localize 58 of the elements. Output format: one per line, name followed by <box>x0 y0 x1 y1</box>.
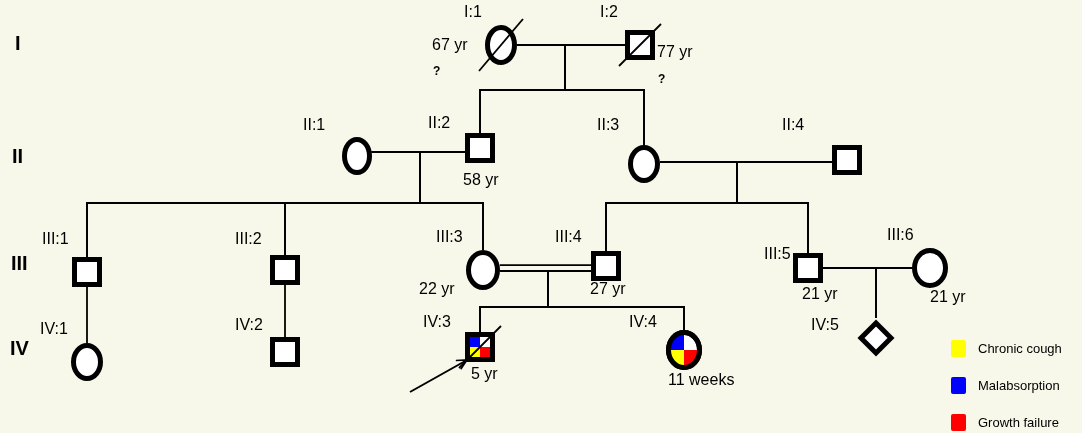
question-mark: ? <box>658 73 666 85</box>
age-label: 27 yr <box>590 281 626 297</box>
legend-label: Malabsorption <box>978 379 1060 392</box>
male-square <box>793 253 823 283</box>
age-label: 5 yr <box>471 366 498 382</box>
individual-id: IV:3 <box>423 314 451 330</box>
generation-numeral: IV <box>10 338 29 358</box>
age-label: 58 yr <box>463 172 499 188</box>
individual-id: II:4 <box>782 117 805 133</box>
individual-id: III:6 <box>887 227 914 243</box>
descent-line <box>736 161 833 254</box>
individual-id: III:5 <box>764 246 791 262</box>
individual-id: III:4 <box>555 229 582 245</box>
individual-id: IV:2 <box>235 317 263 333</box>
age-label: 77 yr <box>657 44 693 60</box>
age-label: 22 yr <box>419 281 455 297</box>
male-square <box>270 337 300 367</box>
age-label: 67 yr <box>432 37 468 53</box>
individual-id: IV:1 <box>40 321 68 337</box>
descent-line <box>419 151 484 251</box>
individual-id: IV:5 <box>811 317 839 333</box>
legend-label: Growth failure <box>978 416 1059 429</box>
female-circle <box>342 137 372 175</box>
female-circle <box>71 343 103 381</box>
female-circle <box>912 248 948 288</box>
female-circle <box>628 145 660 183</box>
female-circle <box>485 25 517 65</box>
individual-id: I:2 <box>600 4 618 20</box>
descent-line <box>564 44 645 146</box>
male-square <box>832 145 862 175</box>
descent-line <box>875 267 913 319</box>
unknown-sex-diamond <box>856 318 896 358</box>
individual-id: II:1 <box>303 117 326 133</box>
female-circle <box>666 330 702 370</box>
descent-line <box>547 270 685 331</box>
individual-id: I:1 <box>464 4 482 20</box>
age-label: 11 weeks <box>668 372 735 388</box>
question-mark: ? <box>433 65 441 77</box>
individual-id: III:1 <box>42 231 69 247</box>
individual-id: III:3 <box>436 229 463 245</box>
generation-numeral: III <box>11 253 28 273</box>
male-square <box>72 257 102 287</box>
individual-id: II:2 <box>428 115 451 131</box>
individual-id: II:3 <box>597 117 620 133</box>
male-square <box>270 255 300 285</box>
male-square <box>465 133 495 163</box>
age-label: 21 yr <box>802 286 838 302</box>
proband-arrow <box>409 359 468 393</box>
generation-numeral: I <box>15 33 21 53</box>
individual-id: IV:4 <box>629 314 657 330</box>
male-square <box>591 251 621 281</box>
female-circle <box>466 250 500 290</box>
individual-id: III:2 <box>235 231 262 247</box>
descent-line <box>284 284 286 338</box>
legend-label: Chronic cough <box>978 342 1062 355</box>
generation-numeral: II <box>12 146 24 166</box>
age-label: 21 yr <box>930 289 966 305</box>
descent-line <box>86 286 88 344</box>
